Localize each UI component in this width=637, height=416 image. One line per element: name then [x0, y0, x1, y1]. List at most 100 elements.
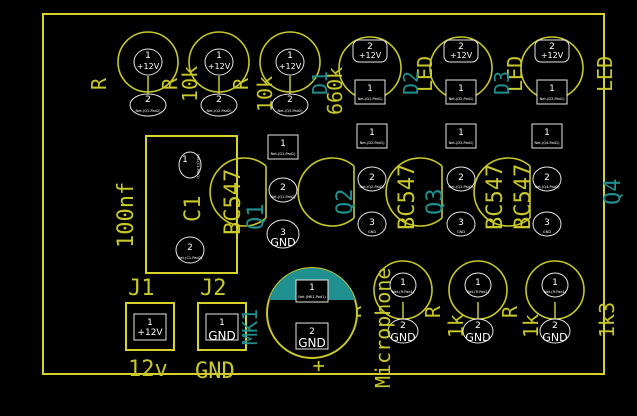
svg-text:+12V: +12V [279, 62, 302, 71]
pad-1 [133, 48, 163, 76]
resistor-r6: 1 Net-(R-Pad1) 2 GND R 1k3 [498, 260, 619, 344]
resistor-r1: 1 +12V 2 Net-(Q1-Pad2) R 10k [87, 31, 202, 117]
svg-text:Net-(Q2-Pad2): Net-(Q2-Pad2) [207, 109, 233, 113]
resistor-r5: 1 Net-(R-Pad1) 2 GND R 1k [421, 260, 543, 344]
transistor-ref: Q3 [423, 189, 448, 216]
resistor-ref: R [229, 77, 253, 90]
svg-text:Net-(D1-Pad1): Net-(D1-Pad1) [271, 152, 297, 156]
svg-text:1: 1 [552, 278, 558, 288]
svg-text:GND: GND [298, 336, 326, 350]
mic-value: Microphone [371, 268, 395, 388]
svg-text:2: 2 [458, 42, 464, 52]
svg-text:1: 1 [280, 139, 286, 149]
svg-text:Net-(Q2-Pad2): Net-(Q2-Pad2) [360, 185, 386, 189]
transistor-q4: 1 Net-(Q4-Pad1) 2 Net-(Q4-Pad2) 3 GND Q4… [473, 123, 626, 237]
svg-text:Net-(D3-Pad1): Net-(D3-Pad1) [540, 97, 566, 101]
svg-text:Net-(Q4-Pad2): Net-(Q4-Pad2) [535, 185, 561, 189]
connector-ref: J2 [200, 276, 227, 301]
microphone-mk1: 1 Net-(MK1-Pad1) 2 GND MK1 Microphone + [238, 267, 395, 388]
resistor-r2: 1 +12V 2 Net-(Q2-Pad2) R 10k [158, 31, 277, 117]
svg-text:2: 2 [287, 95, 293, 105]
svg-text:Net-(R-Pad1): Net-(R-Pad1) [544, 290, 567, 294]
svg-text:Net-(D3-Pad1): Net-(D3-Pad1) [449, 141, 475, 145]
svg-text:Net-(C1-Pad2): Net-(C1-Pad2) [178, 256, 203, 260]
svg-text:+12V: +12V [450, 51, 473, 60]
board-outline [42, 13, 605, 375]
resistor-ref: R [421, 305, 445, 318]
pad-2 [129, 93, 167, 117]
svg-text:Net-(R-Pad1): Net-(R-Pad1) [392, 290, 415, 294]
capacitor-c1: 1 Net-(C1-Pad1) 2 Net-(C1-Pad2) 100nf C1 [114, 135, 238, 274]
svg-text:Net-(Q1-Pad2): Net-(Q1-Pad2) [136, 109, 162, 113]
led-ref: D3 [490, 71, 514, 95]
mic-plus-mark: + [306, 360, 330, 372]
svg-text:1: 1 [219, 318, 225, 328]
svg-text:Net-(D1-Pad1): Net-(D1-Pad1) [358, 97, 384, 101]
svg-text:Net-(Q3-Pad2): Net-(Q3-Pad2) [449, 185, 475, 189]
connector-ref: J1 [128, 276, 155, 301]
svg-text:1: 1 [147, 318, 153, 328]
svg-text:2: 2 [309, 327, 315, 337]
transistor-ref: Q2 [333, 189, 358, 216]
svg-text:2: 2 [544, 173, 550, 183]
svg-text:1: 1 [145, 51, 151, 61]
svg-text:2: 2 [552, 321, 558, 331]
transistor-value: BC547 [511, 164, 536, 230]
led-ref: D1 [308, 71, 332, 95]
svg-text:2: 2 [216, 95, 222, 105]
resistor-ref: R [158, 77, 182, 90]
svg-text:+12V: +12V [541, 51, 564, 60]
svg-text:GND: GND [465, 331, 490, 344]
svg-text:2: 2 [187, 243, 193, 253]
led-ref: D2 [399, 71, 423, 95]
resistor-value: 1k3 [595, 302, 619, 338]
svg-text:+12V: +12V [137, 62, 160, 71]
capacitor-ref: C1 [181, 196, 206, 223]
svg-text:1: 1 [309, 283, 315, 293]
connector-j1: 1 +12V J1 12v [125, 276, 175, 382]
transistor-q2: 1 Net-(D2-Pad1) 2 Net-(Q2-Pad2) 3 GND BC… [297, 123, 420, 237]
svg-text:GND: GND [543, 230, 551, 234]
svg-text:Net-(Q3-Pad2): Net-(Q3-Pad2) [278, 109, 304, 113]
resistor-r3: 1 +12V 2 Net-(Q3-Pad2) R 660k [229, 31, 347, 117]
resistor-value: 660k [323, 67, 347, 115]
svg-text:GND: GND [270, 236, 295, 249]
svg-text:1: 1 [369, 128, 375, 138]
svg-text:GND: GND [368, 230, 376, 234]
svg-text:Net-(Q1-Pad2): Net-(Q1-Pad2) [271, 195, 297, 199]
transistor-ref: Q4 [601, 179, 626, 206]
svg-text:1: 1 [367, 84, 373, 94]
svg-text:1: 1 [549, 84, 555, 94]
svg-text:Net-(D2-Pad1): Net-(D2-Pad1) [360, 141, 386, 145]
svg-text:2: 2 [280, 183, 286, 193]
svg-text:1: 1 [216, 51, 222, 61]
svg-text:Net-(D2-Pad1): Net-(D2-Pad1) [449, 97, 475, 101]
svg-text:1: 1 [182, 155, 188, 165]
transistor-value: BC547 [395, 164, 420, 230]
svg-text:1: 1 [475, 278, 481, 288]
svg-text:1: 1 [458, 84, 464, 94]
svg-text:2: 2 [549, 42, 555, 52]
transistor-q3: 1 Net-(D3-Pad1) 2 Net-(Q3-Pad2) 3 GND BC… [385, 123, 508, 237]
connector-value: 12v [128, 357, 168, 382]
svg-text:1: 1 [544, 128, 550, 138]
resistor-r4: 1 Net-(R-Pad1) 2 GND R 1k [342, 260, 468, 344]
svg-text:GND: GND [208, 329, 236, 343]
svg-text:+12V: +12V [208, 62, 231, 71]
svg-text:3: 3 [458, 218, 464, 228]
svg-text:3: 3 [544, 218, 550, 228]
led-d1: 2 +12V 1 Net-(D1-Pad1) D1 LED [308, 36, 437, 105]
svg-text:+12V: +12V [359, 51, 382, 60]
svg-text:GND: GND [457, 230, 465, 234]
svg-text:1: 1 [400, 278, 406, 288]
capacitor-value: 100nf [114, 182, 139, 248]
svg-text:2: 2 [145, 95, 151, 105]
svg-text:1: 1 [458, 128, 464, 138]
led-value: LED [503, 56, 527, 92]
led-d3: 2 +12V 1 Net-(D3-Pad1) D3 LED [490, 36, 617, 105]
connector-j2: 1 GND J2 GND [195, 276, 247, 384]
svg-text:Net-(R-Pad1): Net-(R-Pad1) [467, 290, 490, 294]
svg-text:3: 3 [280, 228, 286, 238]
resistor-ref: R [87, 77, 111, 90]
